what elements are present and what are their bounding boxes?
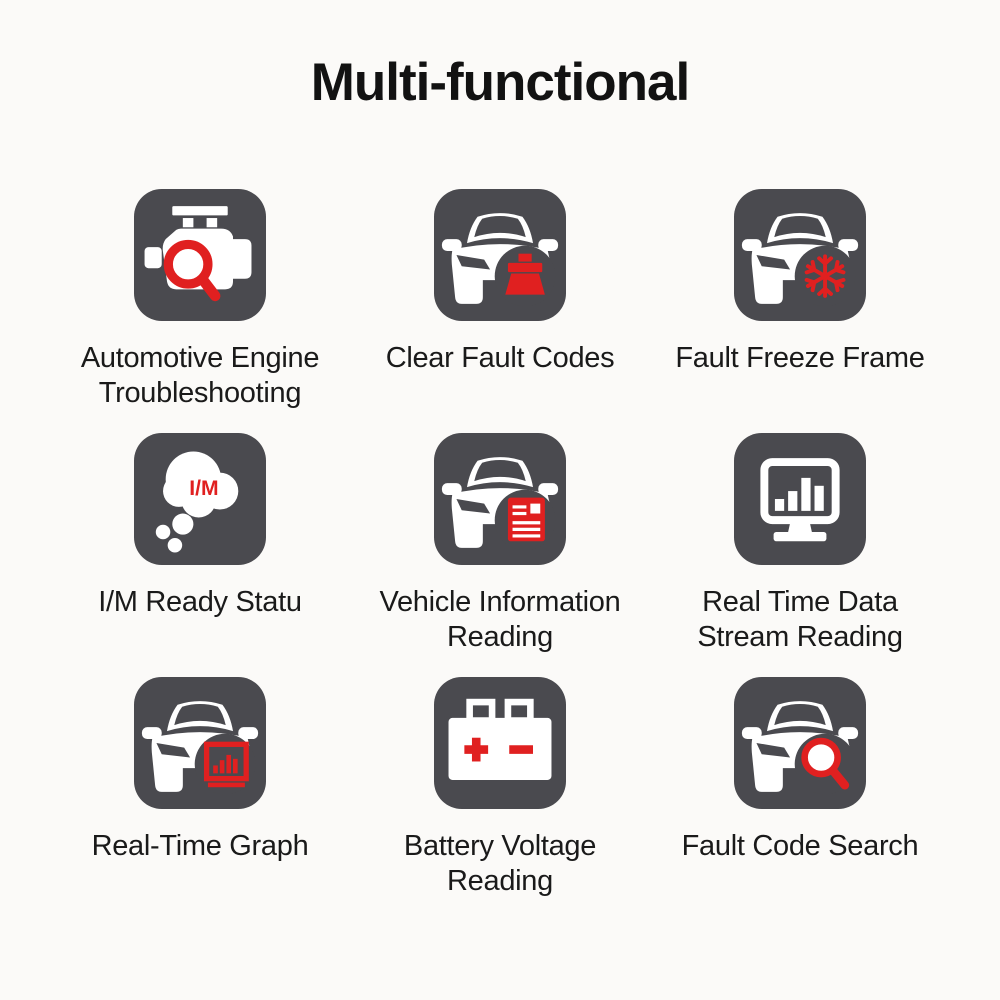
page-title: Multi-functional [310, 53, 690, 112]
feature-grid: Automotive Engine Troubleshooting Clear … [50, 189, 950, 907]
thought-bubble-icon [155, 451, 239, 553]
feature-battery-voltage: Battery Voltage Reading [350, 677, 650, 907]
feature-im-ready-status: I/M I/M Ready Statu [50, 433, 350, 663]
feature-real-time-data-stream: Real Time Data Stream Reading [650, 433, 950, 663]
battery-body-icon [448, 698, 552, 780]
graph-screen-icon [203, 741, 249, 788]
feature-label: Real Time Data Stream Reading [697, 586, 903, 653]
car-chart-icon [134, 677, 266, 809]
car-eraser-icon [434, 189, 566, 321]
bar-chart-icon [774, 477, 824, 511]
feature-label: I/M Ready Statu [98, 586, 302, 618]
battery-icon [434, 677, 566, 809]
engine-magnifier-icon [134, 189, 266, 321]
feature-label: Vehicle Information Reading [379, 586, 621, 653]
plus-icon [464, 737, 489, 762]
document-icon [507, 497, 545, 542]
thought-bubble-im-icon: I/M [134, 433, 266, 565]
magnifier-icon [163, 239, 221, 302]
car-document-icon [434, 433, 566, 565]
car-snowflake-icon [734, 189, 866, 321]
feature-engine-troubleshooting: Automotive Engine Troubleshooting [50, 189, 350, 419]
feature-label: Clear Fault Codes [385, 342, 615, 374]
monitor-bar-chart-icon [734, 433, 866, 565]
im-bubble-text: I/M [189, 477, 218, 500]
feature-fault-freeze-frame: Fault Freeze Frame [650, 189, 950, 419]
feature-vehicle-information: Vehicle Information Reading [350, 433, 650, 663]
feature-label: Battery Voltage Reading [403, 830, 597, 897]
feature-label: Real-Time Graph [91, 830, 309, 862]
feature-real-time-graph: Real-Time Graph [50, 677, 350, 907]
car-icon [141, 701, 259, 795]
eraser-icon [505, 253, 545, 295]
magnifier-icon [801, 737, 850, 790]
feature-label: Fault Code Search [681, 830, 919, 862]
car-magnifier-icon [734, 677, 866, 809]
feature-clear-fault-codes: Clear Fault Codes [350, 189, 650, 419]
feature-label: Fault Freeze Frame [675, 342, 925, 374]
feature-label: Automotive Engine Troubleshooting [80, 342, 320, 409]
monitor-icon [760, 458, 840, 542]
feature-fault-code-search: Fault Code Search [650, 677, 950, 907]
